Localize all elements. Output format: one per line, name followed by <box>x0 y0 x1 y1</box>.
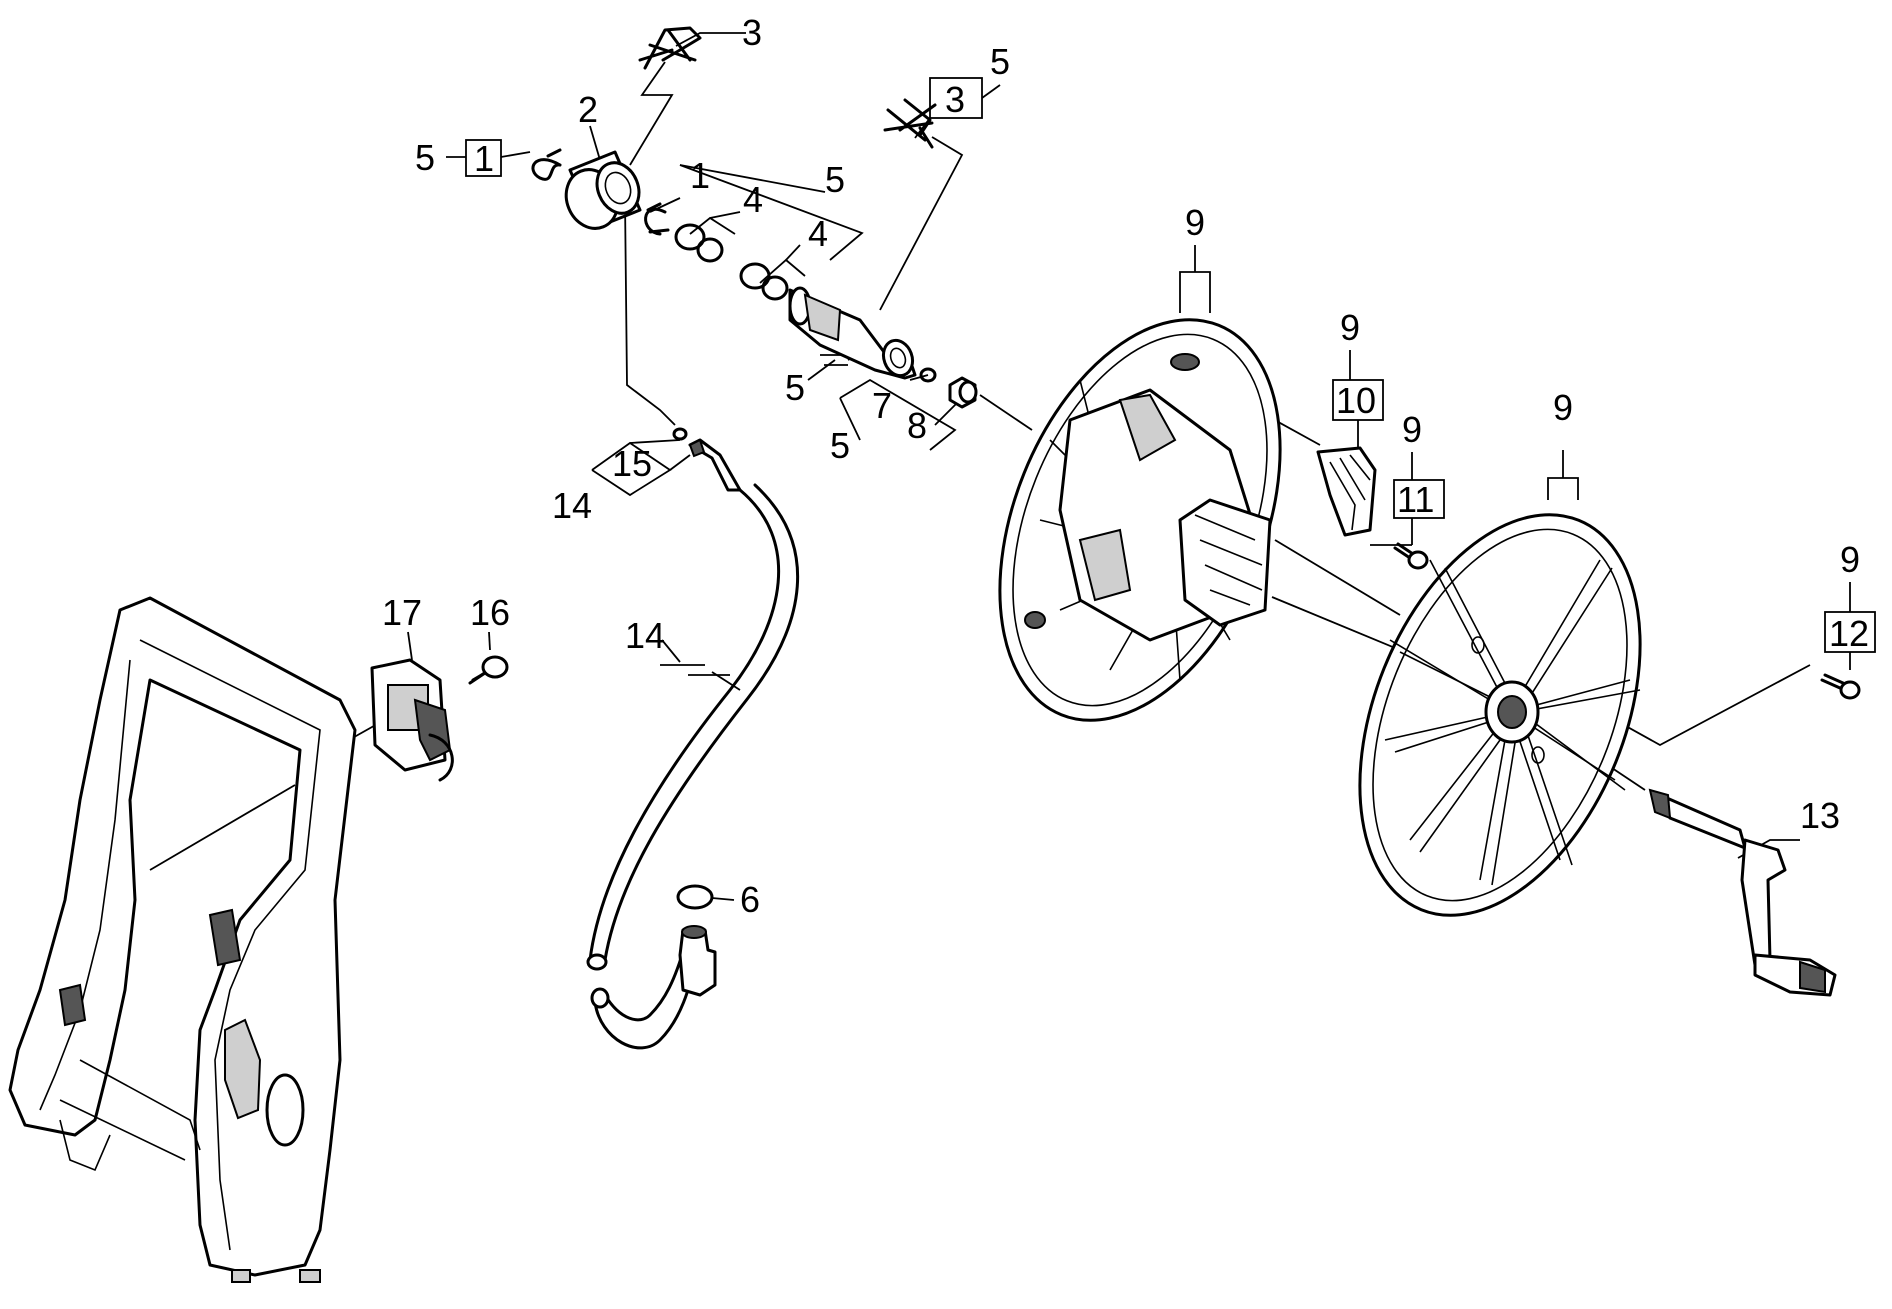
callout-7: 7 <box>872 385 892 426</box>
callout-11: 11 <box>1397 479 1434 520</box>
screw-part-12 <box>1820 673 1861 700</box>
callout-12: 12 <box>1829 613 1869 654</box>
callout-1: 1 <box>690 155 710 196</box>
crank-handle-part-13 <box>1648 788 1837 997</box>
sleeve-part-2 <box>564 150 642 230</box>
screw-part-16 <box>468 655 509 685</box>
callout-10: 10 <box>1336 380 1376 421</box>
callout-13: 13 <box>1800 795 1840 836</box>
seal-ring-part-6 <box>676 884 714 910</box>
callout-16: 16 <box>470 592 510 633</box>
callout-4: 4 <box>743 179 763 220</box>
callout-3: 3 <box>945 79 965 120</box>
callout-5: 5 <box>990 41 1010 82</box>
callout-3: 3 <box>742 12 762 53</box>
hose-guide-part-10 <box>1316 446 1377 537</box>
callout-2: 2 <box>578 89 598 130</box>
retaining-clip-part-1-left <box>531 148 562 181</box>
frame <box>8 596 357 1283</box>
holder-part-17 <box>370 658 454 782</box>
callout-14: 14 <box>552 485 592 526</box>
hose-part-14 <box>586 438 800 1050</box>
callout-17: 17 <box>382 592 422 633</box>
callout-5: 5 <box>785 367 805 408</box>
callout-labels: 3 2 5 1 1 5 4 4 5 3 5 7 8 5 15 14 14 6 1… <box>382 12 1869 920</box>
callout-9: 9 <box>1553 387 1573 428</box>
callout-15: 15 <box>612 443 652 484</box>
callout-14: 14 <box>625 615 665 656</box>
callout-5: 5 <box>825 159 845 200</box>
callout-5: 5 <box>830 425 850 466</box>
screw-part-11 <box>1393 542 1429 570</box>
callout-9: 9 <box>1840 539 1860 580</box>
o-ring-part-15 <box>672 427 688 441</box>
callout-4: 4 <box>808 213 828 254</box>
washer-part-7 <box>919 367 937 383</box>
callout-1: 1 <box>474 138 494 179</box>
reel-drum-part-9 <box>998 318 1282 722</box>
connector-nozzle <box>788 286 917 380</box>
retaining-clip-part-1-mid <box>644 202 670 236</box>
callout-8: 8 <box>907 405 927 446</box>
callout-5: 5 <box>415 137 435 178</box>
reel-disc-part-9 <box>1358 513 1642 917</box>
callout-9: 9 <box>1402 409 1422 450</box>
fitting-part-8 <box>948 376 978 409</box>
clip-part-3-right <box>883 98 937 149</box>
callout-9: 9 <box>1340 307 1360 348</box>
hose-end-fitting <box>678 925 717 997</box>
clip-part-3-top <box>638 26 702 70</box>
o-rings-part-4 <box>674 223 789 301</box>
callout-9: 9 <box>1185 202 1205 243</box>
callout-6: 6 <box>740 879 760 920</box>
